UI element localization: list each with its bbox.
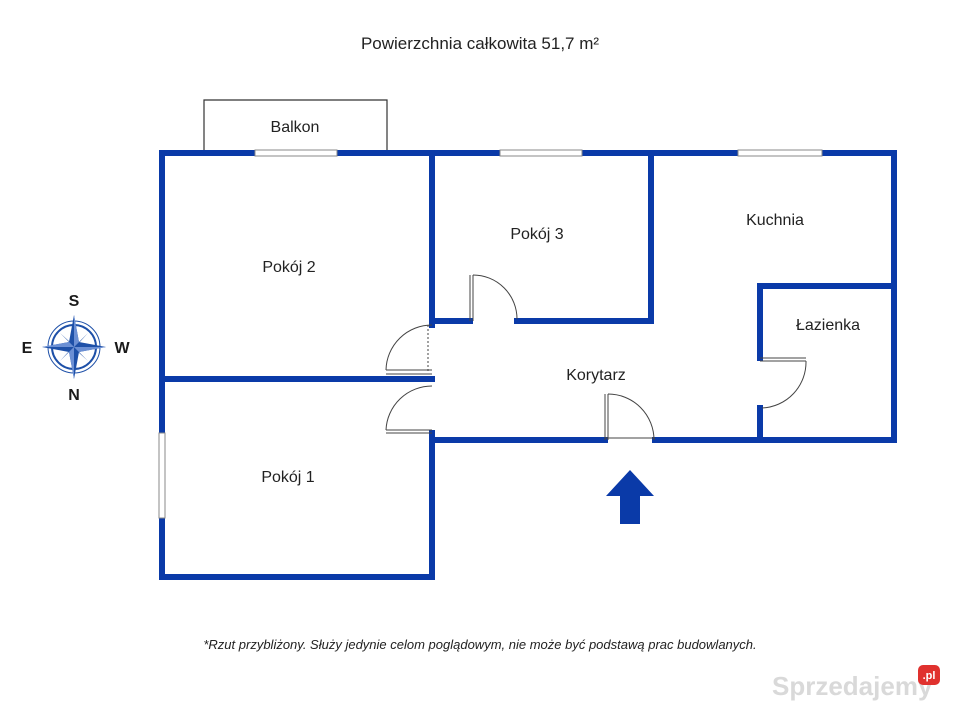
door-pokoj2 xyxy=(385,324,433,375)
plan-title: Powierzchnia całkowita 51,7 m² xyxy=(361,34,599,53)
watermark-text: Sprzedajemy xyxy=(772,671,933,701)
disclaimer-text: *Rzut przybliżony. Służy jedynie celom p… xyxy=(203,637,756,652)
room-label-korytarz: Korytarz xyxy=(566,367,626,384)
compass-s: S xyxy=(69,293,80,310)
room-label-pokoj2: Pokój 2 xyxy=(262,259,315,276)
room-label-lazienka: Łazienka xyxy=(796,317,860,334)
doors xyxy=(385,274,807,441)
windows xyxy=(158,149,823,519)
door-entrance xyxy=(604,393,655,441)
arrow-up-icon xyxy=(606,470,654,524)
room-label-kuchnia: Kuchnia xyxy=(746,212,804,229)
room-label-pokoj3: Pokój 3 xyxy=(510,226,563,243)
room-label-pokoj1: Pokój 1 xyxy=(261,469,314,486)
compass-w: W xyxy=(114,340,130,357)
door-pokoj1 xyxy=(385,385,433,434)
watermark-logo: Sprzedajemy .pl xyxy=(772,665,940,701)
compass-rose-icon xyxy=(42,315,106,379)
door-pokoj3 xyxy=(469,274,518,321)
door-lazienka xyxy=(760,357,807,409)
walls xyxy=(159,150,897,580)
compass-e: E xyxy=(22,340,33,357)
watermark-badge-text: .pl xyxy=(923,670,936,682)
compass-n: N xyxy=(68,387,80,404)
watermark-badge xyxy=(918,665,940,685)
balcony xyxy=(203,99,388,152)
room-label-balkon: Balkon xyxy=(271,119,320,136)
